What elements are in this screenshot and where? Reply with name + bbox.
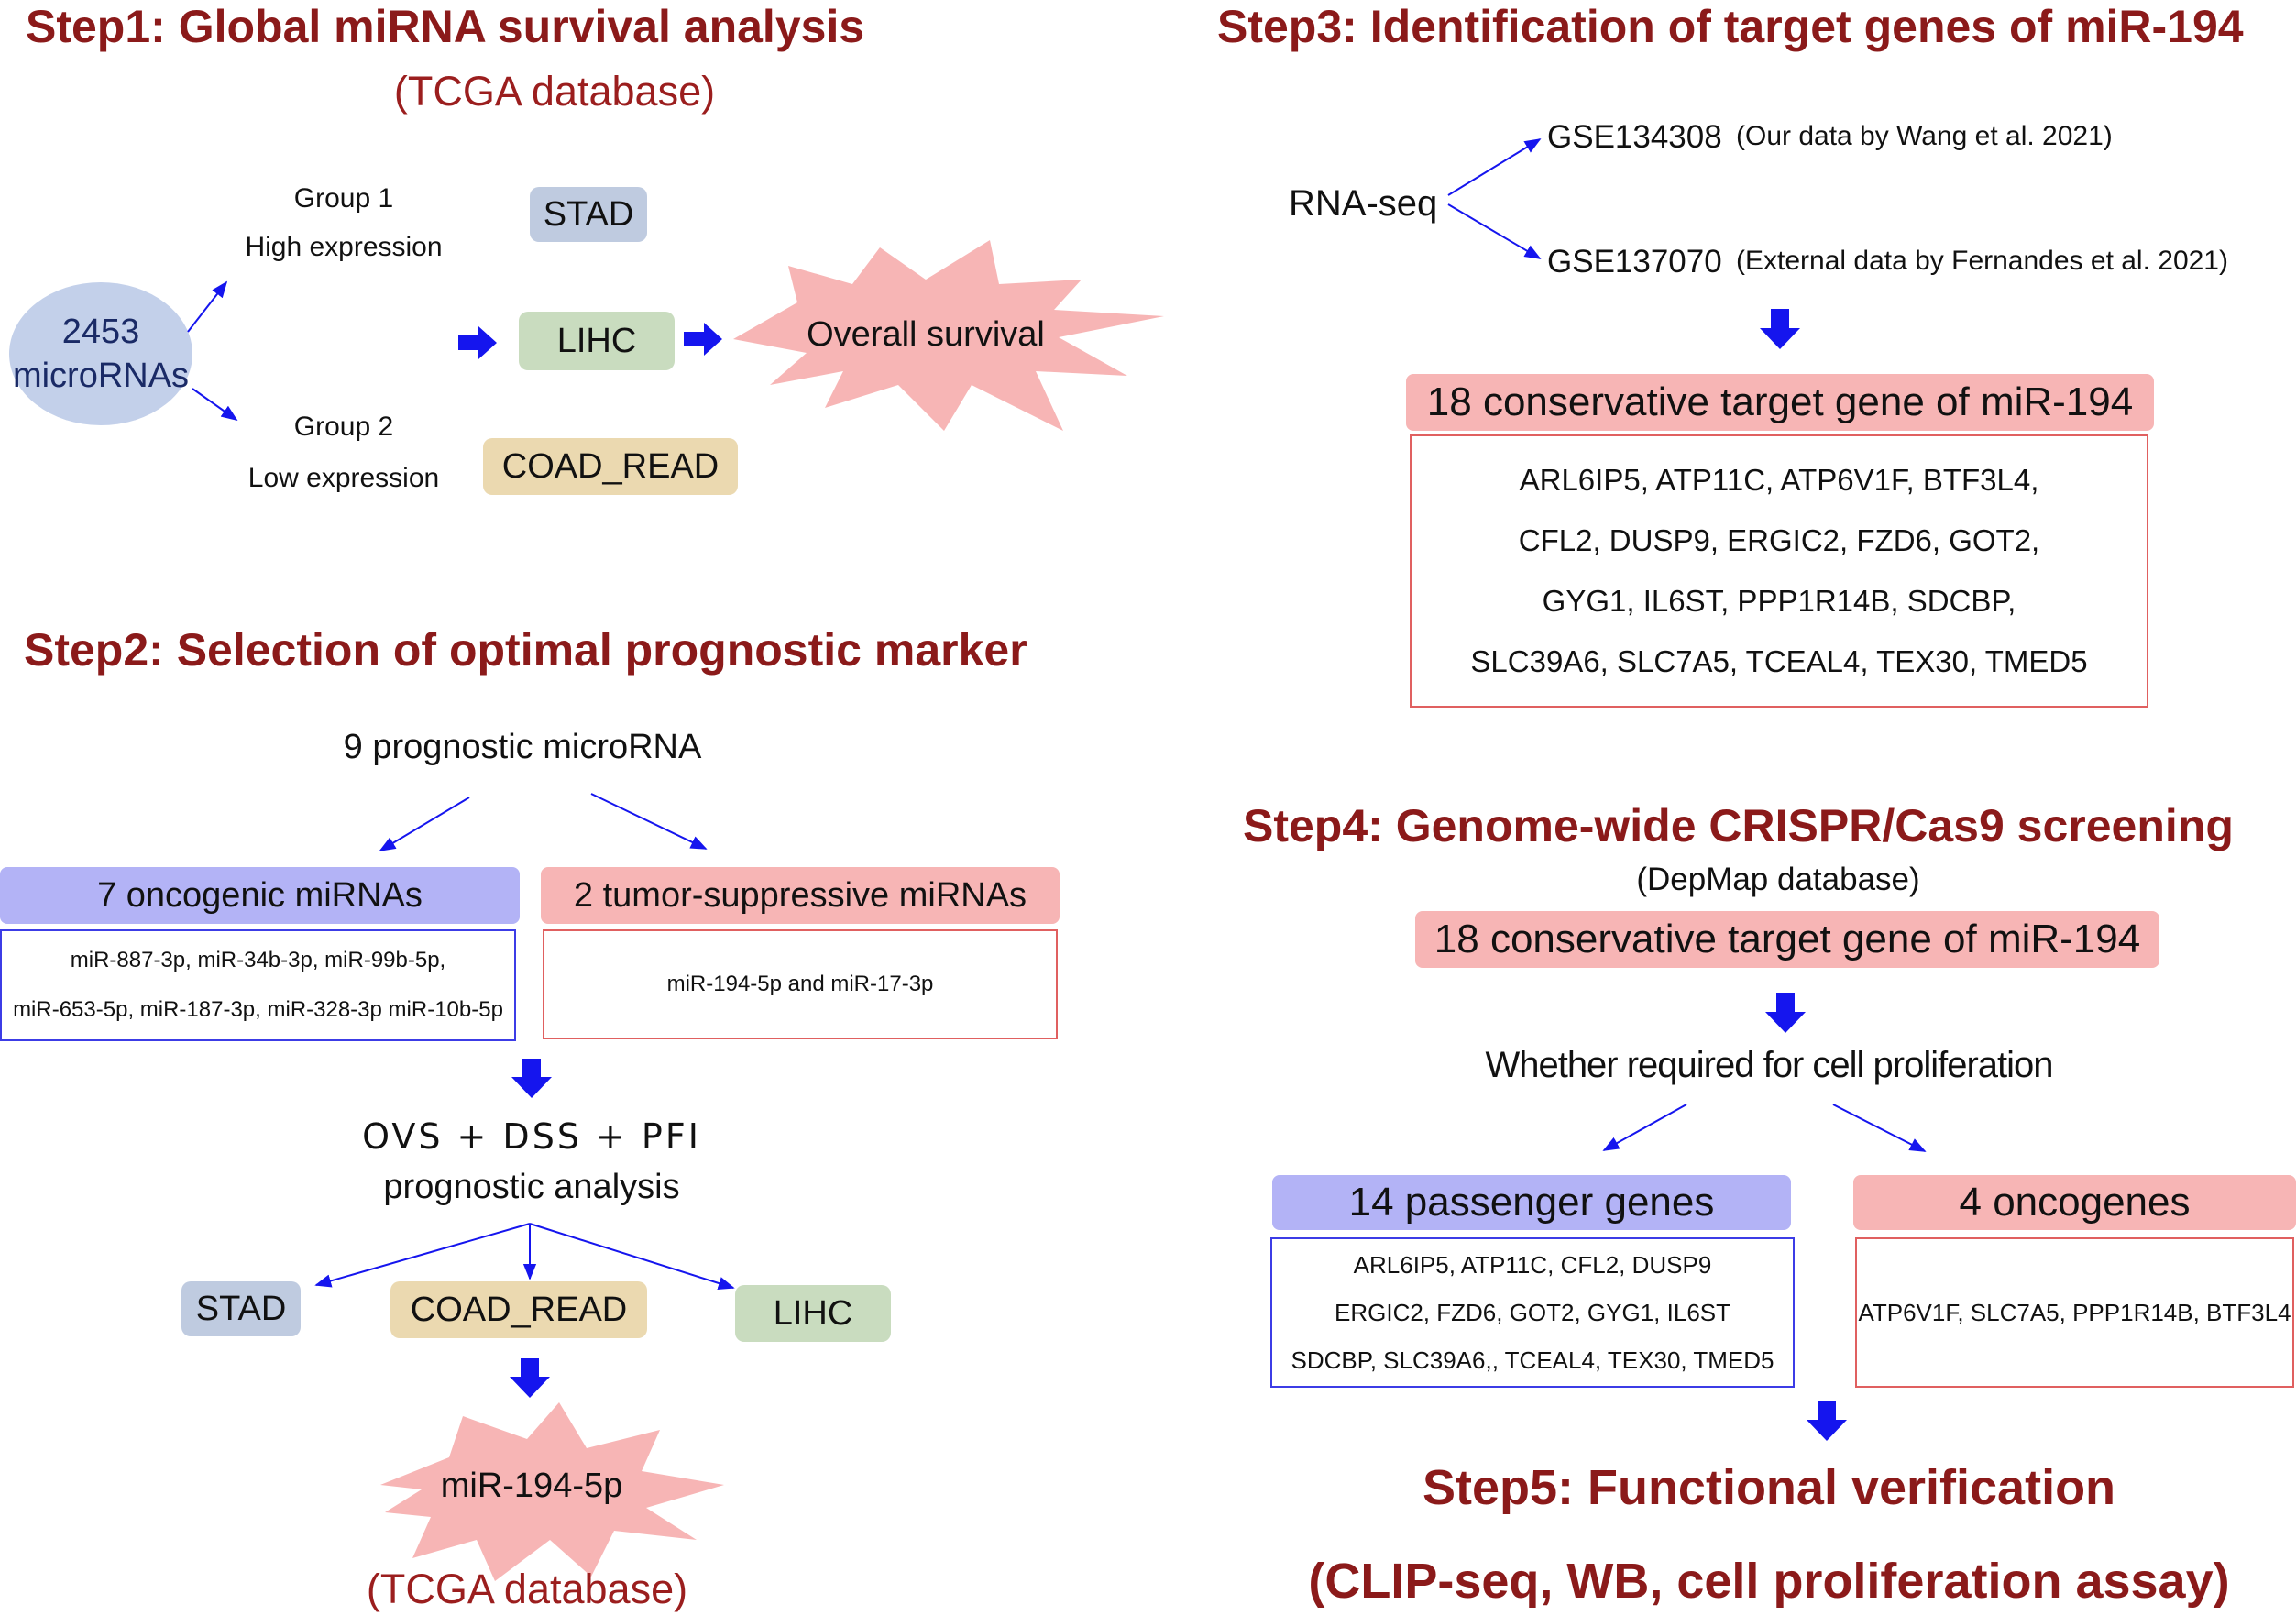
step3-title: Step3: Identification of target genes of… bbox=[1217, 1, 2244, 52]
arrow-to-gse134308 bbox=[1447, 138, 1542, 196]
oncogenic-list-line1: miR-887-3p, miR-34b-3p, miR-99b-5p, bbox=[70, 948, 446, 972]
step4-title: Step4: Genome-wide CRISPR/Cas9 screening bbox=[1243, 800, 2234, 851]
block-arrow-to-analysis bbox=[511, 1059, 552, 1098]
group1-name: Group 1 bbox=[293, 183, 394, 214]
step2-lihc-tag: LIHC bbox=[735, 1285, 891, 1342]
microrna-count: 2453 bbox=[61, 313, 140, 351]
step5-title: Step5: Functional verification bbox=[1422, 1460, 2116, 1515]
passenger-list-line3: SDCBP, SLC39A6,, TCEAL4, TEX30, TMED5 bbox=[1291, 1346, 1774, 1374]
oncogene-header: 4 oncogenes bbox=[1853, 1175, 2296, 1230]
step4-target-header: 18 conservative target gene of miR-194 bbox=[1415, 911, 2159, 968]
arrow-to-group1 bbox=[187, 280, 228, 333]
oncogene-list-box: ATP6V1F, SLC7A5, PPP1R14B, BTF3L4 bbox=[1855, 1237, 2294, 1388]
gene-list-line3: GYG1, IL6ST, PPP1R14B, SDCBP, bbox=[1542, 584, 2016, 618]
microrna-unit: microRNAs bbox=[12, 357, 190, 395]
passenger-list-line2: ERGIC2, FZD6, GOT2, GYG1, IL6ST bbox=[1335, 1299, 1730, 1326]
group2-label: Group 2 Low expression bbox=[220, 401, 467, 504]
block-arrow-to-survival bbox=[684, 323, 722, 356]
microrna-ellipse bbox=[9, 282, 192, 425]
gene-list-line1: ARL6IP5, ATP11C, ATP6V1F, BTF3L4, bbox=[1519, 463, 2039, 497]
oncogenic-header: 7 oncogenic miRNAs bbox=[0, 867, 520, 924]
passenger-header: 14 passenger genes bbox=[1272, 1175, 1791, 1230]
survival-starburst bbox=[733, 240, 1164, 431]
gse134308-note: (Our data by Wang et al. 2021) bbox=[1736, 121, 2113, 151]
group1-label: Group 1 High expression bbox=[220, 174, 467, 271]
step3-target-header: 18 conservative target gene of miR-194 bbox=[1406, 374, 2154, 431]
block-arrow-to-cancers bbox=[458, 326, 497, 359]
step1-coad-read-tag: COAD_READ bbox=[483, 438, 738, 495]
block-arrow-to-targets bbox=[1760, 309, 1800, 349]
step1-stad-tag: STAD bbox=[530, 187, 647, 242]
step2-footer: (TCGA database) bbox=[366, 1566, 688, 1612]
step1-lihc-tag: LIHC bbox=[519, 312, 675, 370]
step1-title: Step1: Global miRNA survival analysis bbox=[26, 1, 865, 52]
suppressive-list-line1: miR-194-5p and miR-17-3p bbox=[666, 972, 934, 996]
gse137070-label: GSE137070 bbox=[1547, 244, 1722, 280]
gene-list-line4: SLC39A6, SLC7A5, TCEAL4, TEX30, TMED5 bbox=[1470, 644, 2088, 678]
arrow-to-lihc bbox=[529, 1223, 735, 1290]
suppressive-header: 2 tumor-suppressive miRNAs bbox=[541, 867, 1060, 924]
suppressive-list-box: miR-194-5p and miR-17-3p bbox=[543, 929, 1058, 1039]
step2-stad-tag: STAD bbox=[181, 1281, 301, 1336]
oncogenic-list-box: miR-887-3p, miR-34b-3p, miR-99b-5p, miR-… bbox=[0, 929, 516, 1041]
gse134308-label: GSE134308 bbox=[1547, 119, 1722, 155]
step1-subtitle: (TCGA database) bbox=[393, 68, 716, 115]
oncogene-list-line1: ATP6V1F, SLC7A5, PPP1R14B, BTF3L4 bbox=[1858, 1298, 2291, 1326]
arrow-to-stad bbox=[314, 1223, 531, 1288]
arrow-to-oncogenic bbox=[379, 797, 470, 851]
rnaseq-label: RNA-seq bbox=[1289, 183, 1438, 224]
step5-subtitle: (CLIP-seq, WB, cell proliferation assay) bbox=[1308, 1554, 2230, 1609]
step2-coad-read-tag: COAD_READ bbox=[390, 1281, 647, 1338]
result-starburst bbox=[380, 1402, 724, 1581]
overall-survival-label: Overall survival bbox=[807, 315, 1045, 354]
group1-desc: High expression bbox=[245, 232, 443, 262]
step4-subtitle: (DepMap database) bbox=[1636, 862, 1920, 897]
arrow-to-passenger bbox=[1602, 1104, 1687, 1151]
oncogenic-list-line2: miR-653-5p, miR-187-3p, miR-328-3p miR-1… bbox=[13, 997, 503, 1022]
gse137070-note: (External data by Fernandes et al. 2021) bbox=[1736, 246, 2228, 276]
passenger-list-box: ARL6IP5, ATP11C, CFL2, DUSP9 ERGIC2, FZD… bbox=[1270, 1237, 1795, 1388]
step3-gene-list-box: ARL6IP5, ATP11C, ATP6V1F, BTF3L4, CFL2, … bbox=[1410, 434, 2148, 708]
arrow-to-suppressive bbox=[590, 793, 708, 850]
passenger-list-line1: ARL6IP5, ATP11C, CFL2, DUSP9 bbox=[1353, 1251, 1712, 1279]
arrow-to-group2 bbox=[192, 388, 238, 422]
analysis-methods: OVS + DSS + PFI bbox=[362, 1116, 701, 1157]
result-mirna-label: miR-194-5p bbox=[440, 1467, 623, 1505]
analysis-label: prognostic analysis bbox=[383, 1168, 680, 1206]
group2-desc: Low expression bbox=[247, 463, 440, 493]
arrow-to-oncogenes bbox=[1832, 1104, 1927, 1152]
microrna-source-label: 2453 microRNAs bbox=[9, 310, 192, 398]
step2-title: Step2: Selection of optimal prognostic m… bbox=[24, 624, 1027, 676]
prognostic-microrna-label: 9 prognostic microRNA bbox=[343, 728, 702, 766]
arrow-to-gse137070 bbox=[1447, 203, 1542, 259]
proliferation-question: Whether required for cell proliferation bbox=[1485, 1045, 2053, 1085]
group2-name: Group 2 bbox=[293, 412, 394, 442]
block-arrow-to-question bbox=[1765, 993, 1806, 1033]
block-arrow-to-result bbox=[510, 1358, 550, 1398]
block-arrow-to-step5 bbox=[1807, 1401, 1847, 1441]
gene-list-line2: CFL2, DUSP9, ERGIC2, FZD6, GOT2, bbox=[1518, 523, 2040, 557]
